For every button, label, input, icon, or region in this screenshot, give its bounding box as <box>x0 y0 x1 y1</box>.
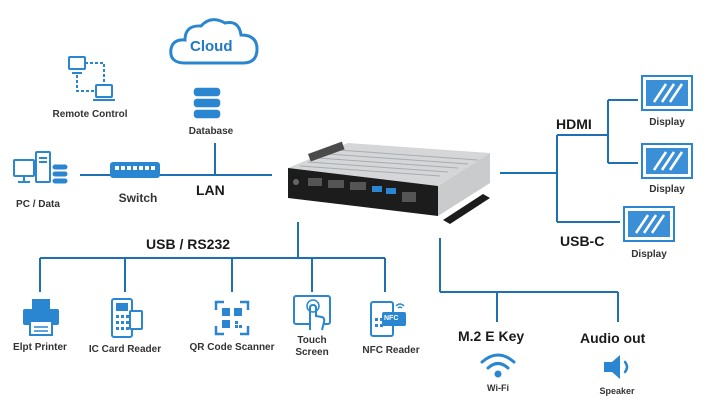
database-icon <box>192 86 222 120</box>
speaker-icon <box>604 355 629 379</box>
display-icon <box>623 206 675 242</box>
audio-out-label: Audio out <box>580 330 646 346</box>
cloud-label: Cloud <box>190 38 233 55</box>
pc-data-icon <box>13 151 69 185</box>
mini-pc-icon <box>288 141 490 224</box>
remote-control-label: Remote Control <box>52 109 128 120</box>
display-label-2: Display <box>649 184 685 195</box>
display-icon <box>641 143 693 179</box>
wifi-label: Wi-Fi <box>487 383 509 393</box>
qr-code-icon <box>214 300 250 336</box>
touch-screen-icon <box>293 295 331 331</box>
ic-card-reader-label: IC Card Reader <box>88 344 162 355</box>
database-label: Database <box>188 126 234 137</box>
nfc-reader-icon <box>370 301 406 337</box>
elpt-printer-label: Elpt Printer <box>13 342 67 353</box>
wifi-icon <box>480 353 516 378</box>
speaker-label: Speaker <box>599 386 635 396</box>
m2-e-key-label: M.2 E Key <box>458 328 525 344</box>
display-label-3: Display <box>631 249 667 260</box>
display-icon <box>641 75 693 111</box>
nfc-badge: NFC <box>384 315 399 322</box>
qr-code-scanner-label: QR Code Scanner <box>189 342 275 353</box>
switch-label: Switch <box>118 191 158 205</box>
cloud-icon <box>169 18 259 65</box>
pc-data-label: PC / Data <box>16 199 60 210</box>
ic-card-reader-icon <box>111 298 143 338</box>
printer-icon <box>23 299 59 336</box>
usbc-label: USB-C <box>560 233 605 249</box>
touch-screen-label-line1: Touch <box>297 335 327 346</box>
touch-screen-label-line2: Screen <box>295 347 329 358</box>
lan-label: LAN <box>196 182 225 198</box>
switch-icon <box>110 162 160 178</box>
hdmi-label: HDMI <box>556 116 592 132</box>
usb-rs232-label: USB / RS232 <box>146 236 231 252</box>
nfc-reader-label: NFC Reader <box>362 345 420 356</box>
remote-control-icon <box>68 56 115 101</box>
display-label-1: Display <box>649 117 685 128</box>
